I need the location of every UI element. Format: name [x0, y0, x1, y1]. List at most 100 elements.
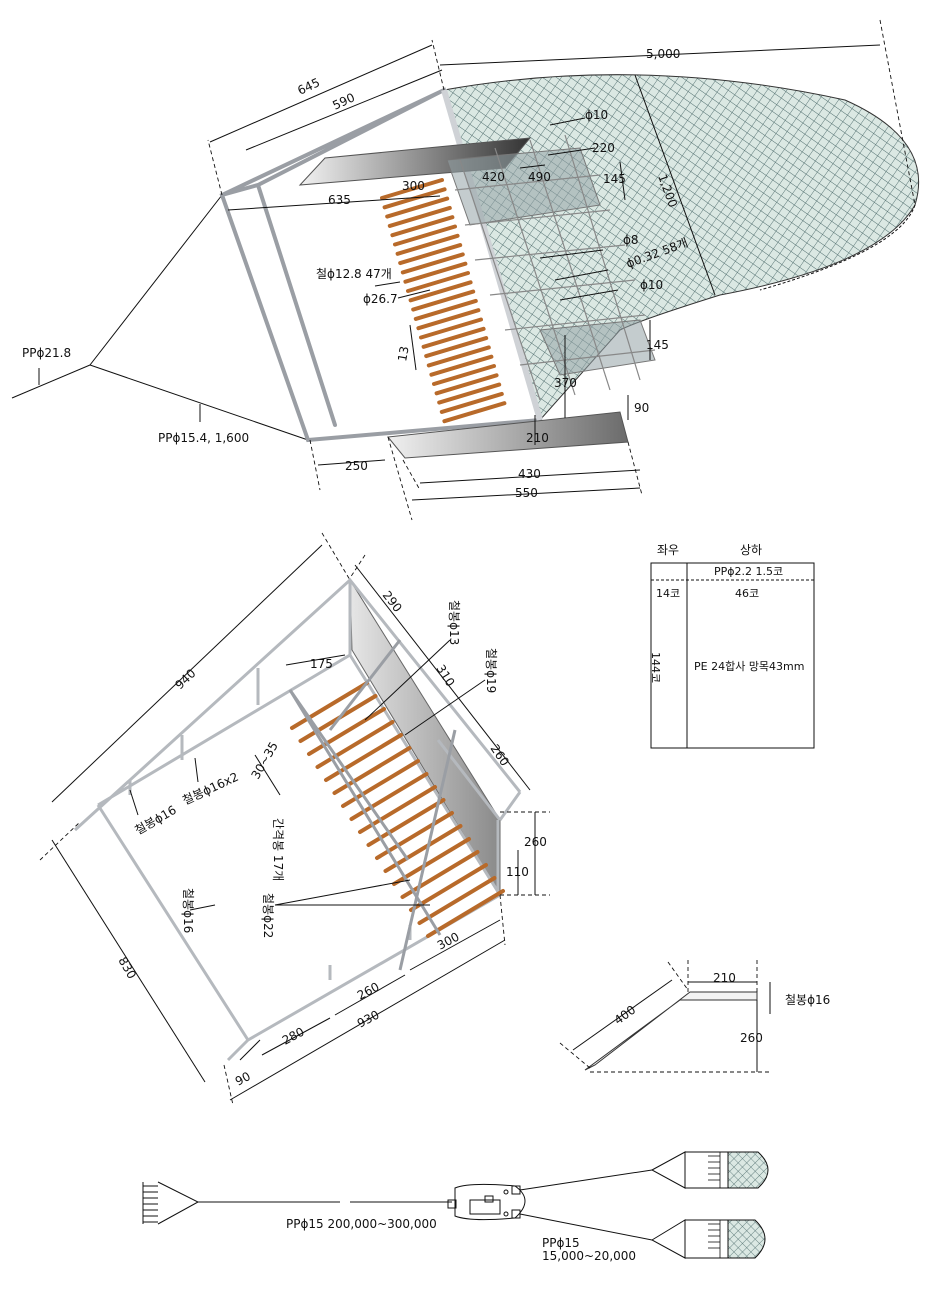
- label-steel16b: 철봉ϕ16: [181, 888, 195, 933]
- steel-rod: [429, 354, 494, 377]
- table-header-right: 상하: [740, 543, 762, 557]
- label-steel16a: 철봉ϕ16: [133, 803, 179, 838]
- label-steel19: 철봉ϕ19: [484, 648, 498, 693]
- bridle-lines: [89, 194, 309, 441]
- bar-label-steel16: 철봉ϕ16: [785, 993, 830, 1007]
- table-left-side: 144코: [649, 652, 662, 683]
- steel-rod: [442, 401, 507, 424]
- dim-280: 280: [280, 1025, 307, 1048]
- dim-940: 940: [172, 666, 198, 692]
- spacer-rod: [383, 824, 463, 873]
- top-view: 645 590 5,000 635 300 420 490 220 145 1,…: [11, 19, 920, 521]
- dim-110: 110: [506, 865, 529, 879]
- table-header-left: 좌우: [657, 543, 679, 557]
- spacer-rod: [400, 850, 480, 899]
- spacer-rod: [290, 681, 369, 730]
- dim-30-35: 30~35: [248, 739, 280, 781]
- dim-370: 370: [554, 376, 577, 390]
- steel-rod: [395, 233, 460, 256]
- table-material: PE 24합사 망목43mm: [694, 660, 804, 673]
- dim-930: 930: [355, 1008, 382, 1031]
- steel-rod: [387, 205, 452, 228]
- bar-dim-260: 260: [740, 1031, 763, 1045]
- label-pp218: PPϕ21.8: [22, 346, 71, 360]
- label-phi8: ϕ8: [623, 233, 639, 247]
- dim-220: 220: [592, 141, 615, 155]
- dim-90: 90: [634, 401, 649, 415]
- bar-detail: 210 400 260 철봉ϕ16: [559, 960, 830, 1073]
- table-left-top: 14코: [656, 587, 680, 600]
- dim-13: 13: [395, 345, 411, 362]
- steel-rod: [380, 178, 444, 200]
- branch-rope-label-b: 15,000~20,000: [542, 1249, 636, 1263]
- spacer-rod: [392, 837, 471, 886]
- spacer-rod: [409, 863, 488, 912]
- label-phi10-mid: ϕ10: [640, 278, 663, 292]
- steel-rod: [398, 243, 463, 266]
- dim-830: 830: [115, 955, 139, 982]
- frame-dimensions: [39, 532, 550, 1106]
- dim-420: 420: [482, 170, 505, 184]
- steel-rod: [426, 345, 491, 368]
- spacer-rod: [417, 876, 497, 925]
- steel-rod: [424, 336, 489, 359]
- steel-rod: [408, 280, 473, 303]
- steel-rod: [390, 215, 455, 238]
- main-rope-label: PPϕ15 200,000~300,000: [286, 1217, 437, 1231]
- steel-rod: [419, 317, 483, 340]
- steel-rod: [421, 326, 486, 349]
- tow-net-1: [727, 1151, 769, 1189]
- label-rods17: 간격봉 17개: [271, 818, 285, 881]
- table-pp-line: PPϕ2.2 1.5코: [714, 565, 783, 578]
- dim-145a: 145: [603, 172, 626, 186]
- table-right-top: 46코: [735, 587, 759, 600]
- frame-struts: [73, 577, 522, 1062]
- steel-rod: [382, 187, 447, 210]
- steel-rod: [432, 364, 496, 386]
- dim-90: 90: [233, 1069, 253, 1089]
- dim-430: 430: [518, 467, 541, 481]
- label-phi267: ϕ26.7: [363, 292, 398, 306]
- dim-145b: 145: [646, 338, 669, 352]
- top-rods: [380, 178, 507, 424]
- dim-210: 210: [526, 431, 549, 445]
- dim-175: 175: [310, 657, 333, 671]
- dim-290: 290: [380, 588, 405, 615]
- frame-view: 940 290 310 260 175 30~35 260 110 830 30…: [39, 532, 550, 1106]
- label-steel-128: 철ϕ12.8 47개: [316, 267, 392, 281]
- label-steel16x2: 철봉ϕ16x2: [180, 770, 240, 808]
- label-steel13: 철봉ϕ13: [447, 600, 461, 645]
- dim-260b: 260: [524, 835, 547, 849]
- dim-260c: 260: [355, 980, 382, 1003]
- bar-dim-210: 210: [713, 971, 736, 985]
- steel-rod: [439, 391, 504, 414]
- net-spec-table: 좌우 상하 PPϕ2.2 1.5코 14코 46코 144코 PE 24합사 망…: [649, 543, 815, 749]
- steel-rod: [434, 373, 499, 396]
- towing-schematic: PPϕ15 200,000~300,000 PPϕ15 15,000~20,00…: [142, 1151, 769, 1263]
- steel-rod: [385, 196, 450, 219]
- label-pp154: PPϕ15.4, 1,600: [158, 431, 249, 445]
- steel-rod: [413, 298, 478, 321]
- spacer-rod: [426, 889, 505, 938]
- dim-550: 550: [515, 486, 538, 500]
- dim-250: 250: [345, 459, 368, 473]
- dim-590: 590: [330, 90, 357, 112]
- steel-rod: [403, 261, 468, 284]
- dim-310: 310: [433, 662, 457, 689]
- steel-rod: [437, 382, 502, 405]
- spacer-rod: [315, 720, 395, 769]
- lower-plate: [387, 411, 629, 459]
- dim-635: 635: [328, 193, 351, 207]
- steel-rod: [406, 271, 470, 293]
- dim-5000: 5,000: [646, 47, 680, 61]
- dim-490: 490: [528, 170, 551, 184]
- spacer-rod: [307, 707, 386, 756]
- upper-plate: [298, 137, 532, 186]
- branch-rope-label-a: PPϕ15: [542, 1236, 580, 1250]
- steel-rod: [411, 289, 476, 312]
- tow-net-2: [727, 1219, 766, 1259]
- net-grid-lines: [454, 134, 656, 401]
- top-dimensions: [38, 19, 916, 521]
- label-phi10-top: ϕ10: [585, 108, 608, 122]
